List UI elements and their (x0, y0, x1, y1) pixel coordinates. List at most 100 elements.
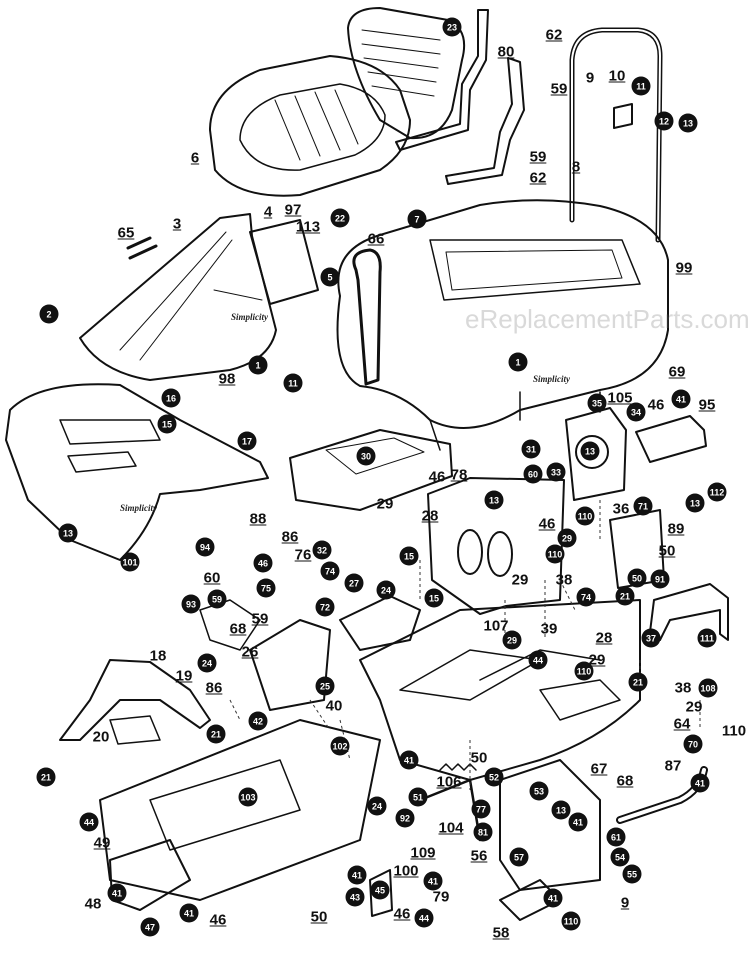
part-label: 9 (585, 69, 595, 87)
part-label: 36 (612, 500, 630, 518)
part-label: 13 (484, 490, 504, 510)
brand-decal: Simplicity (120, 503, 157, 513)
part-label: 13 (551, 800, 571, 820)
part-label: 106 (436, 773, 462, 791)
part-label: 49 (93, 834, 111, 852)
part-label: 110 (574, 661, 594, 681)
part-label: 57 (509, 847, 529, 867)
part-label: 101 (120, 552, 140, 572)
seat-back (347, 7, 466, 140)
seat-cushion (209, 55, 411, 197)
part-label: 80 (497, 43, 515, 61)
part-label: 39 (540, 620, 558, 638)
part-label: 70 (683, 734, 703, 754)
part-label: 11 (631, 76, 651, 96)
part-label: 60 (203, 569, 221, 587)
part-label: 13 (580, 441, 600, 461)
part-label: 41 (347, 865, 367, 885)
pedal (369, 869, 393, 917)
part-label: 97 (284, 201, 302, 219)
part-label: 110 (545, 544, 565, 564)
part-label: 110 (561, 911, 581, 931)
brand-decal: Simplicity (231, 312, 268, 322)
part-label: 29 (376, 495, 394, 513)
part-label: 102 (330, 736, 350, 756)
part-label: 99 (675, 259, 693, 277)
part-label: 6 (190, 149, 200, 167)
part-label: 74 (320, 561, 340, 581)
part-label: 21 (206, 724, 226, 744)
part-label: 103 (238, 787, 258, 807)
part-label: 50 (310, 908, 328, 926)
part-label: 31 (521, 439, 541, 459)
part-label: 92 (395, 808, 415, 828)
part-label: 37 (641, 628, 661, 648)
part-label: 74 (576, 587, 596, 607)
part-label: 65 (117, 224, 135, 242)
part-label: 21 (36, 767, 56, 787)
hood-support (339, 595, 421, 651)
part-label: 26 (241, 643, 259, 661)
part-label: 67 (590, 760, 608, 778)
part-label: 29 (588, 651, 606, 669)
part-label: 44 (79, 812, 99, 832)
part-label: 1 (248, 355, 268, 375)
part-label: 41 (399, 750, 419, 770)
part-label: 50 (470, 749, 488, 767)
part-label: 46 (393, 905, 411, 923)
part-label: 77 (471, 799, 491, 819)
part-label: 41 (423, 871, 443, 891)
part-label: 51 (408, 787, 428, 807)
seat-slide (445, 57, 525, 185)
part-label: 29 (511, 571, 529, 589)
part-label: 38 (555, 571, 573, 589)
part-label: 29 (685, 698, 703, 716)
part-label: 13 (685, 493, 705, 513)
part-label: 94 (195, 537, 215, 557)
part-label: 62 (529, 169, 547, 187)
part-label: 38 (674, 679, 692, 697)
part-label: 41 (690, 773, 710, 793)
part-label: 19 (175, 667, 193, 685)
part-label: 78 (450, 466, 468, 484)
part-label: 81 (473, 822, 493, 842)
side-cover (649, 583, 729, 641)
front-shroud (5, 383, 269, 561)
part-label: 9 (620, 894, 630, 912)
part-label: 69 (668, 363, 686, 381)
part-label: 35 (587, 393, 607, 413)
rear-panel (427, 477, 565, 615)
part-label: 13 (58, 523, 78, 543)
part-label: 13 (678, 113, 698, 133)
part-label: 91 (650, 569, 670, 589)
part-label: 18 (149, 647, 167, 665)
axle-support (59, 659, 211, 741)
part-label: 41 (568, 812, 588, 832)
part-label: 5 (320, 267, 340, 287)
part-label: 34 (626, 402, 646, 422)
part-label: 24 (376, 580, 396, 600)
part-label: 93 (181, 594, 201, 614)
part-label: 16 (161, 388, 181, 408)
part-label: 87 (664, 757, 682, 775)
part-label: 7 (407, 209, 427, 229)
part-label: 44 (414, 908, 434, 928)
part-label: 23 (442, 17, 462, 37)
part-label: 46 (647, 396, 665, 414)
part-label: 86 (205, 679, 223, 697)
part-label: 46 (428, 468, 446, 486)
part-label: 15 (399, 546, 419, 566)
part-label: 32 (312, 540, 332, 560)
rear-bracket (499, 759, 601, 891)
part-label: 21 (628, 672, 648, 692)
part-label: 27 (344, 573, 364, 593)
part-label: 28 (595, 629, 613, 647)
roll-bar (569, 27, 663, 243)
part-label: 100 (393, 862, 419, 880)
part-label: 104 (438, 819, 464, 837)
part-label: 22 (330, 208, 350, 228)
part-label: 29 (502, 630, 522, 650)
part-label: 76 (294, 546, 312, 564)
part-label: 1 (508, 352, 528, 372)
part-label: 42 (248, 711, 268, 731)
